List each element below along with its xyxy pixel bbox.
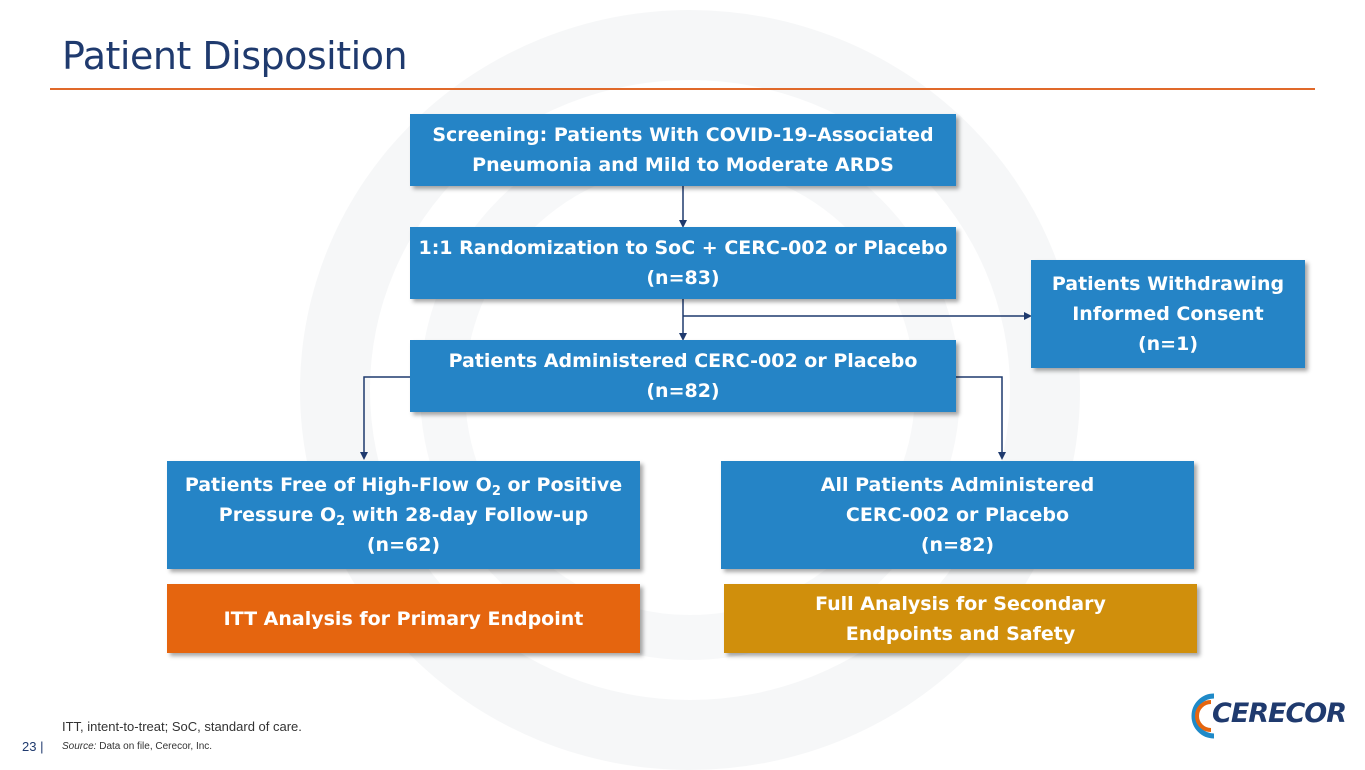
cerecor-logo-icon [1191, 693, 1215, 739]
withdrawing-box: Patients Withdrawing Informed Consent (n… [1031, 260, 1305, 368]
all-administered-line-2: CERC-002 or Placebo [845, 504, 1070, 526]
randomization-line-2: (n=83) [646, 267, 720, 289]
administered-line-1: Patients Administered CERC-002 or Placeb… [448, 350, 918, 372]
all-administered-line-3: (n=82) [920, 534, 995, 556]
itt-analysis-box: ITT Analysis for Primary Endpoint [167, 584, 640, 653]
full-analysis-line-2: Endpoints and Safety [845, 622, 1076, 645]
free-of-high-flow-box: Patients Free of High-Flow O2 or Positiv… [167, 461, 640, 569]
screening-line-2: Pneumonia and Mild to Moderate ARDS [472, 154, 894, 176]
all-administered-line-1: All Patients Administered [820, 474, 1095, 496]
randomization-box: 1:1 Randomization to SoC + CERC-002 or P… [410, 227, 956, 299]
source-label: Source: [62, 741, 97, 752]
full-analysis-box: Full Analysis for Secondary Endpoints an… [724, 584, 1197, 653]
screening-line-1: Screening: Patients With COVID-19–Associ… [432, 124, 934, 146]
itt-analysis-label: ITT Analysis for Primary Endpoint [223, 607, 584, 630]
screening-box: Screening: Patients With COVID-19–Associ… [410, 114, 956, 186]
logo-wordmark: CERECOR [1212, 698, 1347, 729]
source-note: Source: Data on file, Cerecor, Inc. [62, 741, 212, 752]
withdrawing-line-3: (n=1) [1137, 333, 1199, 355]
randomization-line-1: 1:1 Randomization to SoC + CERC-002 or P… [418, 237, 948, 259]
all-administered-box: All Patients Administered CERC-002 or Pl… [721, 461, 1194, 569]
line-1-text-end: or Positive [500, 474, 623, 496]
administered-box: Patients Administered CERC-002 or Placeb… [410, 340, 956, 412]
title-divider [50, 88, 1315, 90]
abbreviation-footnote: ITT, intent-to-treat; SoC, standard of c… [62, 719, 302, 734]
arrow-administered-to-free-of-high-flow [360, 376, 410, 460]
page-title: Patient Disposition [62, 34, 408, 78]
administered-line-2: (n=82) [646, 380, 720, 402]
line-2-subscript: 2 [336, 514, 346, 529]
line-1-text: Patients Free of High-Flow O [184, 474, 492, 496]
free-of-high-flow-line-2: Pressure O2 with 28-day Follow-up [219, 500, 588, 530]
source-text: Data on file, Cerecor, Inc. [96, 741, 213, 752]
free-of-high-flow-line-3: (n=62) [366, 534, 441, 556]
withdrawing-line-1: Patients Withdrawing [1051, 273, 1285, 295]
line-1-subscript: 2 [491, 484, 501, 499]
arrow-administered-to-all-administered [956, 376, 1006, 460]
free-of-high-flow-line-1: Patients Free of High-Flow O2 or Positiv… [185, 470, 622, 500]
line-2-text-end: with 28-day Follow-up [345, 504, 589, 526]
line-2-text: Pressure O [218, 504, 337, 526]
full-analysis-line-1: Full Analysis for Secondary [815, 592, 1106, 615]
withdrawing-line-2: Informed Consent [1072, 303, 1264, 325]
page-number: 23 | [22, 739, 44, 754]
